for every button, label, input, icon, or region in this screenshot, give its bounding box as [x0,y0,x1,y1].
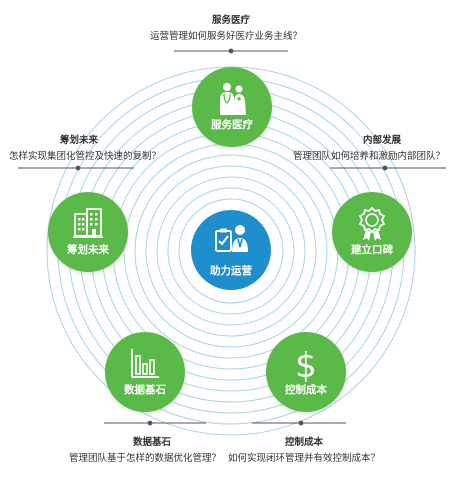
caption-title-upper-left: 筹划未来 [60,135,99,146]
doctor-clipboard-icon [215,225,248,252]
bar-chart-icon [131,349,159,378]
node-upper-right: 建立口碑 [332,192,412,272]
caption-title-top: 服务医疗 [212,15,251,26]
ring [167,187,295,315]
node-top-label: 服务医疗 [211,119,253,131]
caption-question-upper-left: 怎样实现集团化管控及快速的复制？ [9,151,162,162]
node-upper-left: 筹划未来 [48,192,128,272]
caption-title-lower-left: 数据基石 [133,437,172,448]
node-lower-right-label: 控制成本 [285,384,327,396]
caption-title-lower-right: 控制成本 [285,437,324,448]
ring [156,176,306,326]
svg-text:$: $ [295,346,317,382]
center-node: 助力运营 [191,210,271,290]
node-lower-left: 数据基石 [105,332,185,412]
caption-title-upper-right: 内部发展 [363,135,402,146]
node-upper-left-label: 筹划未来 [67,244,109,256]
medical-staff-icon [220,83,246,115]
center-node-label: 助力运营 [210,265,252,277]
dollar-icon: $ [295,346,317,382]
caption-question-upper-right: 管理团队如何培养和激励内部团队？ [293,151,446,162]
caption-question-top: 运营管理如何服务好医疗业务主线？ [150,31,303,42]
node-top: 服务医疗 [192,67,272,147]
divider-dots [75,48,388,426]
node-lower-left-label: 数据基石 [124,384,166,396]
node-upper-right-label: 建立口碑 [351,244,393,256]
ring [178,198,284,304]
caption-question-lower-right: 如何实现闭环管理并有效控制成本？ [228,453,381,464]
building-icon [73,208,103,238]
ring [134,154,328,348]
award-badge-icon [358,206,386,241]
ring [145,165,317,337]
caption-question-lower-left: 管理团队基于怎样的数据优化管理？ [69,453,222,464]
node-lower-right: $ 控制成本 [266,332,346,412]
